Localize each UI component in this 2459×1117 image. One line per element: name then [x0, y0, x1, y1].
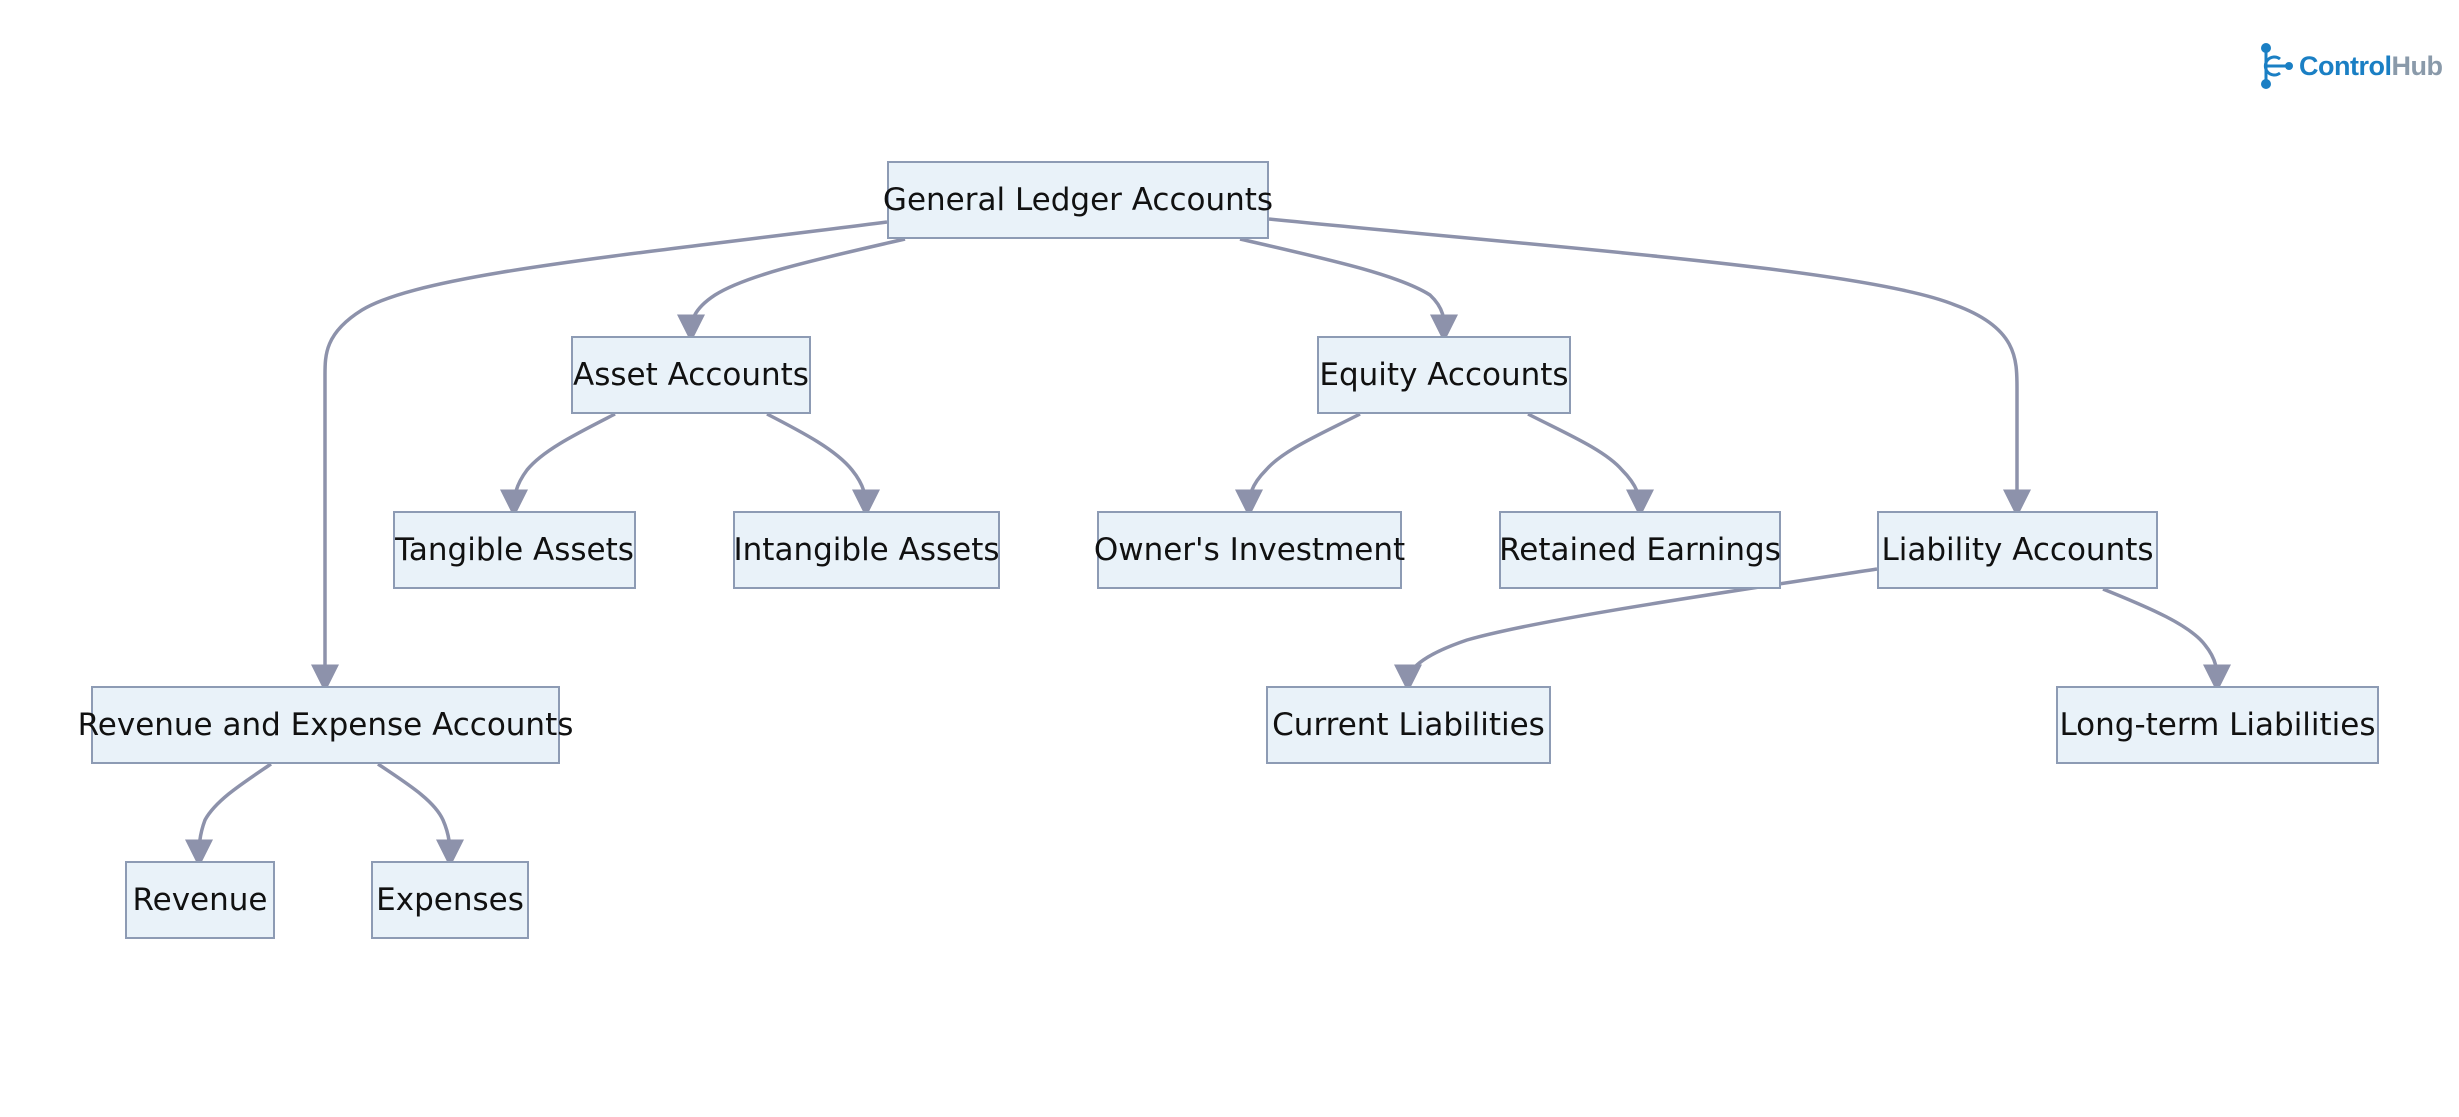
node-current-liabilities: Current Liabilities: [1266, 686, 1551, 764]
controlhub-logo-icon: [2261, 43, 2293, 89]
edge-asset-to-intangible: [766, 412, 880, 518]
logo-word-control: Control: [2299, 50, 2392, 81]
edge-liability-to-longterm: [2102, 587, 2232, 693]
edge-asset-to-tangible: [500, 412, 616, 518]
node-equity-accounts: Equity Accounts: [1317, 336, 1571, 414]
edge-gl-to-liability: [1268, 217, 2031, 518]
edge-gl-to-revexp: [311, 220, 888, 693]
node-long-term-liabilities: Long-term Liabilities: [2056, 686, 2379, 764]
logo-word-hub: Hub: [2391, 50, 2443, 81]
node-tangible-assets: Tangible Assets: [393, 511, 636, 589]
edge-equity-to-retained: [1527, 412, 1654, 518]
node-revenue-and-expense-accounts: Revenue and Expense Accounts: [78, 686, 573, 764]
controlhub-logo-wordmark: ControlHub: [2299, 50, 2443, 82]
node-retained-earnings: Retained Earnings: [1499, 511, 1781, 589]
node-revenue: Revenue: [125, 861, 275, 939]
edge-gl-to-asset: [677, 237, 906, 343]
edge-equity-to-owner: [1235, 412, 1361, 518]
controlhub-logo: ControlHub: [2258, 42, 2443, 90]
node-expenses: Expenses: [371, 861, 529, 939]
edge-revexp-to-expenses: [377, 762, 464, 868]
node-intangible-assets: Intangible Assets: [733, 511, 1000, 589]
node-asset-accounts: Asset Accounts: [571, 336, 811, 414]
edge-gl-to-equity: [1239, 237, 1459, 343]
node-general-ledger-accounts: General Ledger Accounts: [883, 161, 1273, 239]
node-liability-accounts: Liability Accounts: [1877, 511, 2158, 589]
edge-revexp-to-revenue: [185, 762, 272, 868]
node-owners-investment: Owner's Investment: [1094, 511, 1405, 589]
